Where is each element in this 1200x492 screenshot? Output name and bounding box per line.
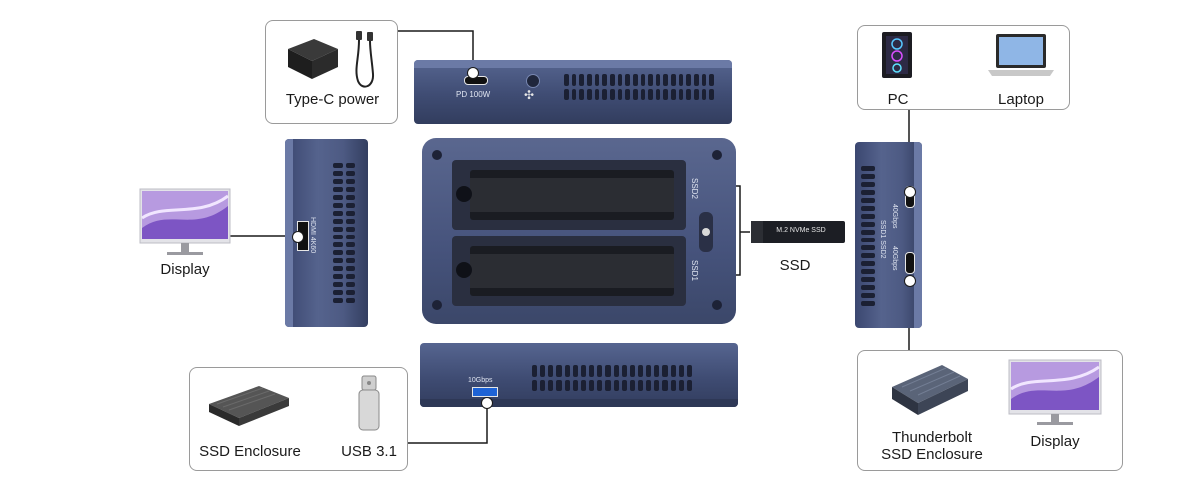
power-label: Type-C power — [285, 91, 380, 108]
right-vent-grille — [861, 166, 875, 306]
left-port-marker — [292, 231, 304, 243]
ssd-stick-1 — [470, 246, 674, 296]
usb-devices-callout: SSD Enclosure USB 3.1 — [189, 367, 408, 471]
power-adapter-icon — [288, 39, 338, 79]
left-vent-grille — [333, 163, 355, 303]
monitor-icon-right — [1008, 359, 1102, 425]
power-button[interactable] — [526, 74, 540, 88]
ssd-stick-2 — [470, 170, 674, 220]
right-port-top-label: 40Gbps — [891, 204, 898, 229]
slot-2-latch-icon — [456, 186, 472, 202]
ssd-slot-1 — [452, 236, 686, 306]
center-clip — [699, 212, 713, 252]
bottom-port-marker — [481, 397, 493, 409]
slot-1-latch-icon — [456, 262, 472, 278]
device-bottom-view: 10Gbps — [420, 343, 738, 407]
screw-bottom-left — [432, 300, 442, 310]
laptop-label: Laptop — [998, 91, 1044, 108]
device-top-view: PD 100W ✣ — [414, 60, 732, 124]
thunderbolt-port-2[interactable] — [905, 252, 915, 274]
ssd-slot-2 — [452, 160, 686, 230]
screw-bottom-right — [712, 300, 722, 310]
left-display-label: Display — [160, 261, 210, 278]
bottom-vent-grille — [532, 365, 692, 391]
thunderbolt-label-line1: Thunderbolt — [891, 429, 973, 446]
slot-bottom-label: SSD1 — [690, 260, 699, 281]
laptop-icon — [988, 34, 1054, 76]
fan-icon: ✣ — [524, 88, 535, 102]
thunderbolt-devices-callout: Thunderbolt SSD Enclosure Display — [857, 350, 1123, 471]
ssd-label: SSD — [779, 257, 811, 274]
right-port-marker-top — [904, 186, 916, 198]
ssd-enclosure-label: SSD Enclosure — [199, 443, 301, 460]
top-vent-grille — [564, 74, 714, 100]
ssd-enclosure-icon — [209, 386, 289, 426]
ssd-card-text: M.2 NVMe SSD — [776, 227, 826, 234]
device-right-view: SSD1 SSD2 40Gbps 40Gbps — [855, 142, 922, 328]
right-display-label: Display — [1030, 433, 1080, 450]
usb-label: USB 3.1 — [341, 443, 397, 460]
right-port-bottom-label: 40Gbps — [891, 246, 898, 271]
m2-ssd-module: M.2 NVMe SSD — [751, 221, 845, 243]
right-vertical-label: SSD1 SSD2 — [879, 220, 886, 259]
screw-top-right — [712, 150, 722, 160]
right-port-marker-bottom — [904, 275, 916, 287]
top-port-marker — [467, 67, 479, 79]
thunderbolt-label-line2: SSD Enclosure — [881, 446, 983, 463]
thunderbolt-enclosure-icon — [892, 365, 968, 415]
thunderbolt-label: Thunderbolt SSD Enclosure — [866, 429, 998, 463]
usb-c-cable-icon — [355, 31, 375, 88]
usb-a-port[interactable] — [472, 387, 498, 397]
pc-tower-icon — [882, 32, 912, 78]
pc-label: PC — [887, 91, 909, 108]
computers-callout: PC Laptop — [857, 25, 1070, 110]
hdmi-port-label: HDMI 4K60 — [309, 217, 316, 254]
bottom-port-label: 10Gbps — [468, 377, 493, 384]
usb-flash-drive-icon — [358, 375, 380, 431]
power-callout: Type-C power — [265, 20, 398, 124]
slot-top-label: SSD2 — [690, 178, 699, 199]
device-open-view: SSD2 SSD1 — [422, 138, 736, 324]
monitor-icon-left — [139, 188, 231, 255]
screw-top-left — [432, 150, 442, 160]
pd-port-label: PD 100W — [456, 90, 491, 99]
